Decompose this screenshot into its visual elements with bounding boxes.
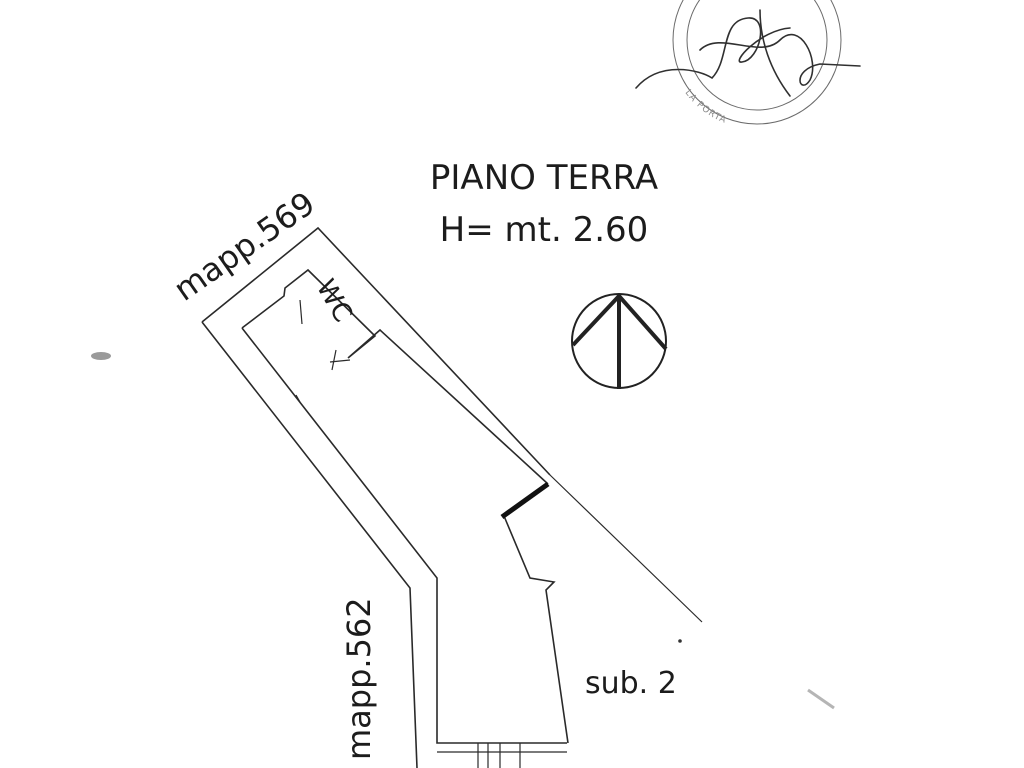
height-note: H= mt. 2.60 [440, 210, 649, 250]
signature-scribble [635, 9, 861, 97]
stamp-ring-text: LA PORTA [683, 88, 728, 126]
subunit-label: sub. 2 [585, 666, 677, 701]
building-outline [201, 226, 703, 768]
interior-walls [241, 268, 569, 768]
north-arrow-icon [571, 293, 668, 389]
parcel-label-569: mapp.569 [167, 184, 322, 308]
drawing-title: PIANO TERRA [430, 158, 658, 198]
parcel-label-562: mapp.562 [340, 597, 378, 760]
scan-marks [91, 352, 835, 710]
room-label-wc: WC [310, 275, 358, 328]
